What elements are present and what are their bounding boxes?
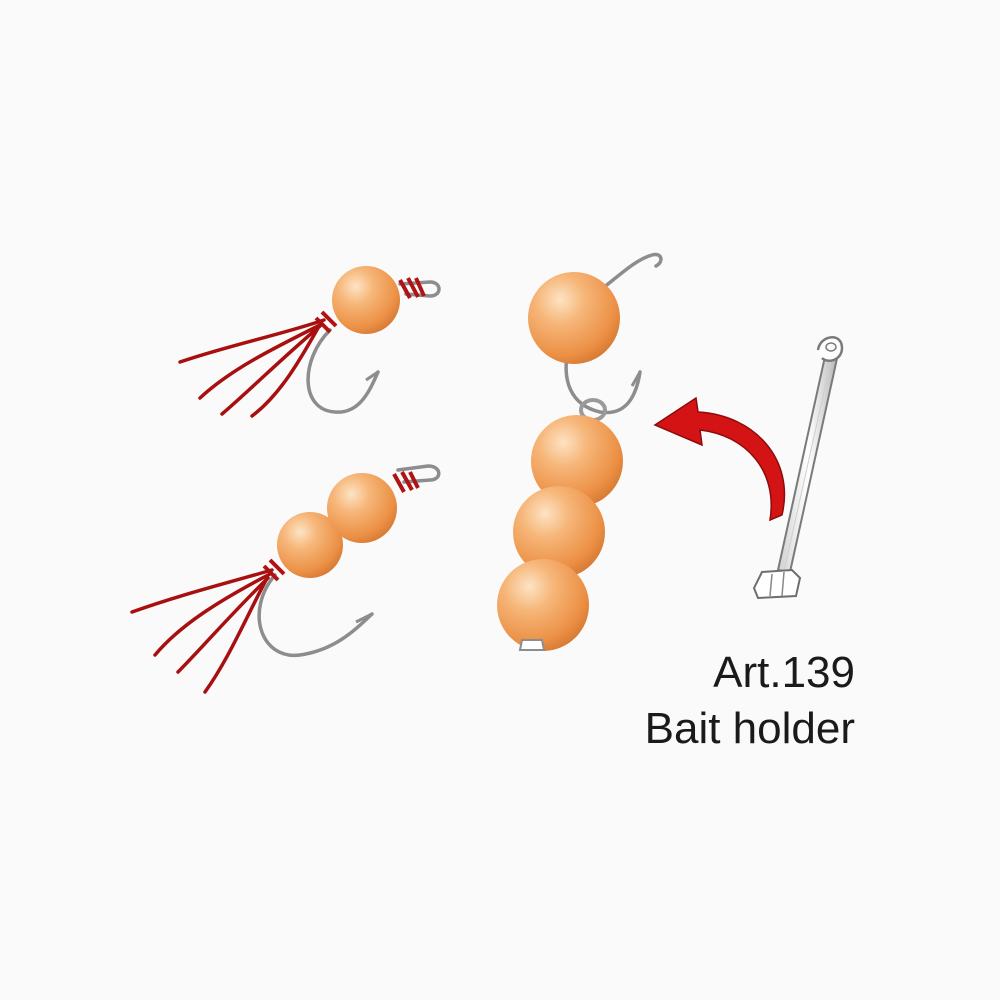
- hook-eye-icon: [398, 280, 441, 298]
- bead-icon: [332, 266, 400, 334]
- bead-icon: [513, 486, 605, 578]
- hook-icon: [306, 328, 380, 414]
- bead-icon: [327, 473, 397, 543]
- hook-icon: [564, 348, 642, 415]
- bead-icon: [277, 512, 343, 578]
- red-curved-arrow-icon: [653, 396, 786, 522]
- product-caption: Art.139 Bait holder: [645, 645, 855, 757]
- product-name: Bait holder: [644, 704, 855, 753]
- hook-icon: [257, 573, 374, 657]
- article-number: Art.139: [713, 648, 855, 697]
- bait-holder-pin-icon: [752, 336, 844, 600]
- hook-eye-icon: [396, 464, 441, 484]
- rig-single-bead: [178, 266, 441, 418]
- rig-bait-holder-beads: [497, 252, 663, 651]
- bead-icon: [531, 415, 623, 507]
- red-tails-icon: [178, 318, 326, 418]
- bead-icon: [497, 559, 589, 651]
- hook-icon: [596, 252, 663, 294]
- red-tails-icon: [130, 568, 274, 694]
- rig-double-bead: [130, 464, 441, 694]
- pin-end-cap-icon: [518, 639, 546, 651]
- bead-icon: [528, 272, 620, 364]
